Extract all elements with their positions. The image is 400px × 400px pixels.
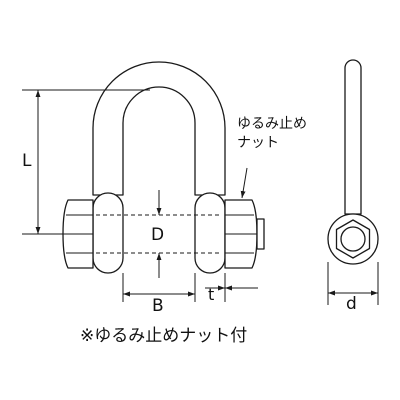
footnote: ※ゆるみ止めナット付 [80,326,247,346]
dim-label-L: L [22,151,32,171]
side-view: d [327,59,379,314]
dim-label-D: D [151,225,164,245]
nut-left [62,199,94,269]
side-pin [340,226,366,252]
shackle-eye-right [194,192,226,274]
dim-label-t: t [208,285,214,304]
nut-callout-line2: ナット [237,135,279,151]
nut-callout-leader [240,167,248,199]
shackle-bow [92,61,226,196]
dim-label-d: d [346,294,357,314]
front-view: L D B t ゆるみ止め ナット [22,61,307,316]
dim-label-B: B [152,296,164,316]
nut-callout-line1: ゆるみ止め [237,116,307,132]
shackle-eye-left [92,192,124,274]
nut-right [224,199,265,269]
side-bar [344,59,362,215]
